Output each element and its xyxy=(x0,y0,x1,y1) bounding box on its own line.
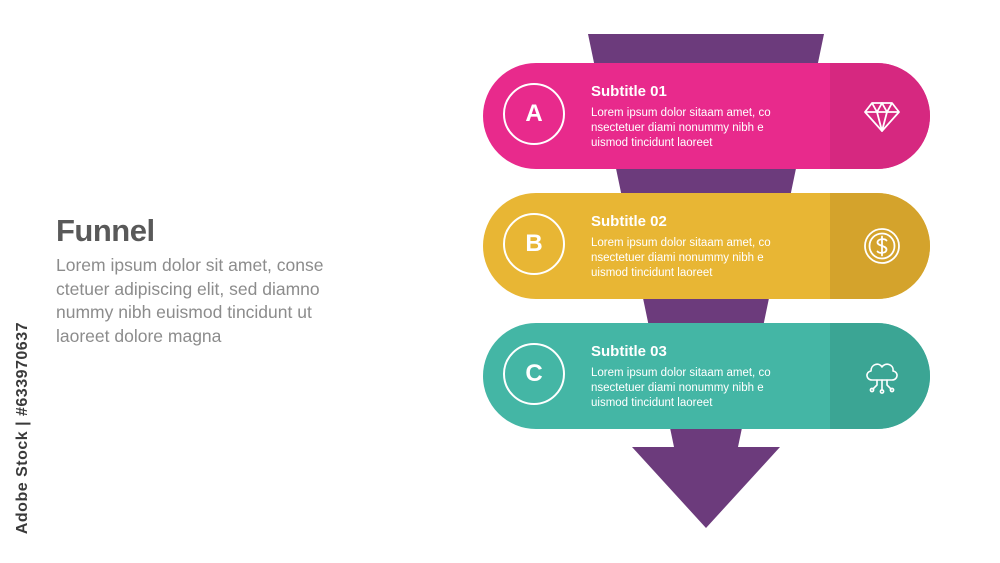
description-line: laoreet dolore magna xyxy=(56,325,222,346)
step-body-line: Lorem ipsum dolor sitaam amet, co xyxy=(591,367,771,379)
funnel-step-b: B Subtitle 02 Lorem ipsum dolor sitaam a… xyxy=(483,193,930,299)
description-line: ctetuer adipiscing elit, sed diamno xyxy=(56,278,320,299)
diamond-icon xyxy=(864,102,900,132)
step-body-line: nsectetuer diami nonummy nibh e xyxy=(591,382,764,394)
cloud-network-icon xyxy=(866,363,898,394)
step-subtitle: Subtitle 03 xyxy=(591,343,667,360)
step-body-line: Lorem ipsum dolor sitaam amet, co xyxy=(591,107,771,119)
page-description: Lorem ipsum dolor sit amet, conse ctetue… xyxy=(56,254,356,348)
funnel-step-c: C Subtitle 03 Lorem ipsum dolor sitaam a… xyxy=(483,323,930,429)
step-body-line: nsectetuer diami nonummy nibh e xyxy=(591,122,764,134)
funnel-step-a: A Subtitle 01 Lorem ipsum dolor sitaam a… xyxy=(483,63,930,169)
step-subtitle: Subtitle 02 xyxy=(591,213,667,230)
step-letter-badge: B xyxy=(503,213,565,275)
icon-zone xyxy=(830,63,930,169)
step-body: Lorem ipsum dolor sitaam amet, co nsecte… xyxy=(591,236,791,281)
description-line: Lorem ipsum dolor sit amet, conse xyxy=(56,255,324,275)
funnel-arrow-head xyxy=(632,447,780,528)
step-letter-badge: A xyxy=(503,83,565,145)
step-body-line: uismod tincidunt laoreet xyxy=(591,397,713,409)
step-subtitle: Subtitle 01 xyxy=(591,83,667,100)
step-body-line: uismod tincidunt laoreet xyxy=(591,137,713,149)
step-letter-badge: C xyxy=(503,343,565,405)
step-body-line: uismod tincidunt laoreet xyxy=(591,267,713,279)
step-body-line: nsectetuer diami nonummy nibh e xyxy=(591,252,764,264)
icon-zone xyxy=(830,323,930,429)
description-line: nummy nibh euismod tincidunt ut xyxy=(56,302,312,322)
icon-zone xyxy=(830,193,930,299)
step-body-line: Lorem ipsum dolor sitaam amet, co xyxy=(591,237,771,249)
page-title: Funnel xyxy=(56,213,155,248)
dollar-coin-icon xyxy=(864,228,900,264)
step-body: Lorem ipsum dolor sitaam amet, co nsecte… xyxy=(591,106,791,151)
step-body: Lorem ipsum dolor sitaam amet, co nsecte… xyxy=(591,366,791,411)
